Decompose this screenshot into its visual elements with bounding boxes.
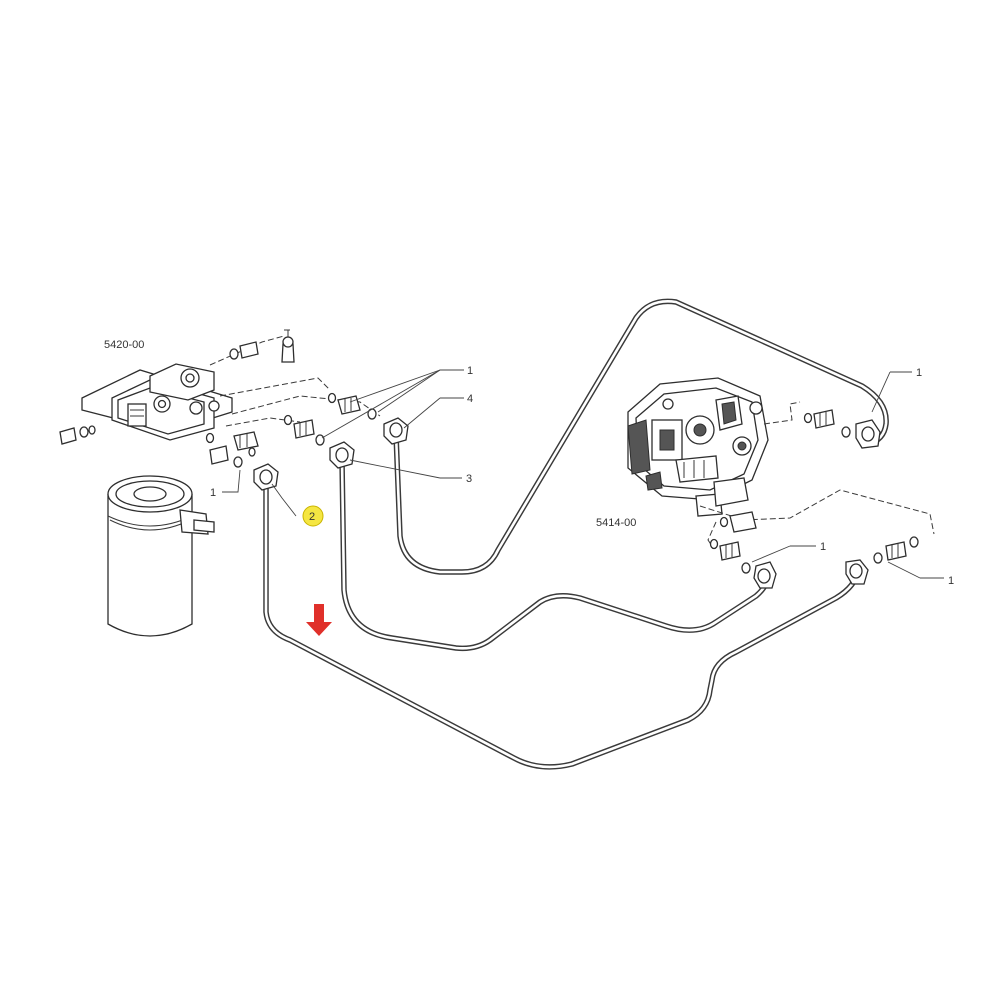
labels: 5420-00 5414-00 1 4 3 1 1 1 1 2 xyxy=(104,339,954,587)
red-arrow-indicator xyxy=(306,604,332,636)
assembly-label-injection-pump: 5414-00 xyxy=(596,517,636,529)
callout-2-text: 2 xyxy=(309,511,315,523)
leader-lines xyxy=(222,369,944,579)
callout-1-pump-top: 1 xyxy=(916,367,922,379)
tube-end-fittings xyxy=(253,417,881,589)
assembly-label-filter-head: 5420-00 xyxy=(104,339,144,351)
callout-1-pump-mid: 1 xyxy=(820,541,826,553)
filter-head-assembly xyxy=(59,330,295,445)
callout-1-top: 1 xyxy=(467,365,473,377)
filter-head-fittings xyxy=(205,341,377,468)
fuel-tube-4 xyxy=(393,298,889,575)
fuel-filter-cartridge xyxy=(107,475,215,637)
callout-1-filter: 1 xyxy=(210,487,216,499)
fuel-tube-2 xyxy=(263,479,861,770)
callout-1-pump-right: 1 xyxy=(948,575,954,587)
fuel-tube-3 xyxy=(339,457,770,652)
callout-4: 4 xyxy=(467,393,473,405)
injection-pump-assembly xyxy=(627,377,769,517)
pump-fittings xyxy=(709,409,919,574)
callout-3: 3 xyxy=(466,473,472,485)
callout-2-highlighted: 2 xyxy=(302,505,324,527)
fuel-tubes xyxy=(263,298,889,770)
